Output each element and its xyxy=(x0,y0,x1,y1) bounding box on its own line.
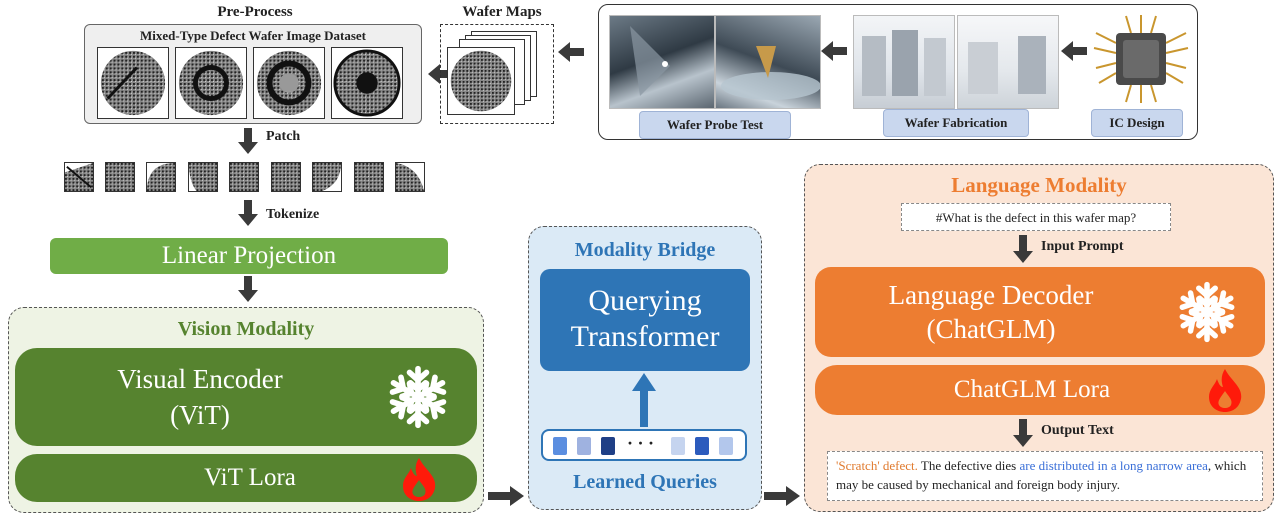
patch-tile xyxy=(229,162,259,192)
qformer-line1: Querying xyxy=(588,284,702,317)
query-token xyxy=(577,437,591,455)
patch-tile xyxy=(354,162,384,192)
arrow-icon xyxy=(558,42,584,62)
query-token xyxy=(695,437,709,455)
querying-transformer: Querying Transformer xyxy=(540,269,750,371)
query-token xyxy=(719,437,733,455)
patch-tile xyxy=(395,162,425,192)
arrow-icon xyxy=(821,41,847,61)
chip-icon xyxy=(1091,13,1191,105)
chatglm-lora-label: ChatGLM Lora xyxy=(953,376,1111,403)
wafer-maps-stack xyxy=(440,24,554,124)
flame-icon xyxy=(403,458,436,501)
arrow-icon xyxy=(1061,41,1087,61)
learned-queries-label: Learned Queries xyxy=(573,471,717,493)
answer-cause: , which may be caused by mechanical and … xyxy=(836,458,1247,492)
probe-test-label: Wafer Probe Test xyxy=(639,111,791,139)
linear-projection: Linear Projection xyxy=(50,238,448,274)
language-modality-panel: Language Modality #What is the defect in… xyxy=(804,164,1274,512)
query-token xyxy=(553,437,567,455)
arrow-icon xyxy=(238,276,258,302)
wafer-image xyxy=(97,47,169,119)
vit-lora: ViT Lora xyxy=(15,454,477,502)
fabrication-label: Wafer Fabrication xyxy=(883,109,1029,137)
wafer-image xyxy=(175,47,247,119)
arrow-icon xyxy=(1013,419,1033,447)
answer-text: The defective dies xyxy=(917,458,1020,473)
wafer-image xyxy=(253,47,325,119)
arrow-icon xyxy=(764,486,800,506)
patch-tile xyxy=(188,162,218,192)
input-prompt-label: Input Prompt xyxy=(1041,239,1124,254)
dataset-panel: Mixed-Type Defect Wafer Image Dataset xyxy=(84,24,422,124)
encoder-label: Visual Encoder xyxy=(117,364,283,394)
snowflake-icon xyxy=(1175,277,1239,347)
decoder-sub: (ChatGLM) xyxy=(926,314,1056,344)
patch-tile xyxy=(105,162,135,192)
tokenize-label: Tokenize xyxy=(266,207,320,222)
patch-label: Patch xyxy=(266,129,301,144)
qformer-line2: Transformer xyxy=(570,320,720,353)
vision-title: Vision Modality xyxy=(177,318,315,340)
output-text-label: Output Text xyxy=(1041,423,1114,438)
arrow-icon xyxy=(238,128,258,154)
manufacturing-pipeline: Wafer Probe Test Wafer Fabrication IC De… xyxy=(598,4,1198,140)
arrow-icon xyxy=(488,486,524,506)
preprocess-title: Pre-Process xyxy=(217,4,293,20)
visual-encoder: Visual Encoder (ViT) xyxy=(15,348,477,446)
modality-bridge-panel: Modality Bridge Querying Transformer · ·… xyxy=(528,226,762,510)
fab-photo xyxy=(853,15,955,109)
probe-photo xyxy=(715,15,821,109)
patch-tile xyxy=(64,162,94,192)
wafer-maps-title: Wafer Maps xyxy=(462,4,542,20)
patch-tile xyxy=(146,162,176,192)
language-title: Language Modality xyxy=(951,173,1127,197)
vision-modality-panel: Vision Modality Visual Encoder (ViT) ViT… xyxy=(8,307,484,513)
arrow-icon xyxy=(632,373,656,427)
patch-tile xyxy=(312,162,342,192)
query-token xyxy=(671,437,685,455)
fab-photo xyxy=(957,15,1059,109)
decoder-label: Language Decoder xyxy=(888,280,1094,310)
dataset-label: Mixed-Type Defect Wafer Image Dataset xyxy=(140,28,366,43)
encoder-sub: (ViT) xyxy=(170,400,230,430)
arrow-icon xyxy=(238,200,258,226)
queries-ellipsis: · · · xyxy=(627,433,655,453)
bridge-title: Modality Bridge xyxy=(574,239,716,261)
patch-tile xyxy=(271,162,301,192)
arrow-icon xyxy=(1013,235,1033,263)
flame-icon xyxy=(1209,369,1242,412)
snowflake-icon xyxy=(385,365,451,432)
wafer-image xyxy=(331,47,403,119)
chatglm-lora: ChatGLM Lora xyxy=(815,365,1265,415)
query-token xyxy=(601,437,615,455)
language-decoder: Language Decoder (ChatGLM) xyxy=(815,267,1265,357)
prompt-box: #What is the defect in this wafer map? xyxy=(901,203,1171,231)
learned-queries-bar: · · · xyxy=(541,429,747,461)
answer-distribution: are distributed in a long narrow area xyxy=(1019,458,1208,473)
probe-photo xyxy=(609,15,715,109)
answer-defect-type: 'Scratch' defect. xyxy=(836,458,918,473)
ic-design-label: IC Design xyxy=(1091,109,1183,137)
vit-lora-label: ViT Lora xyxy=(204,464,296,491)
answer-box: 'Scratch' defect. The defective dies are… xyxy=(827,451,1263,501)
